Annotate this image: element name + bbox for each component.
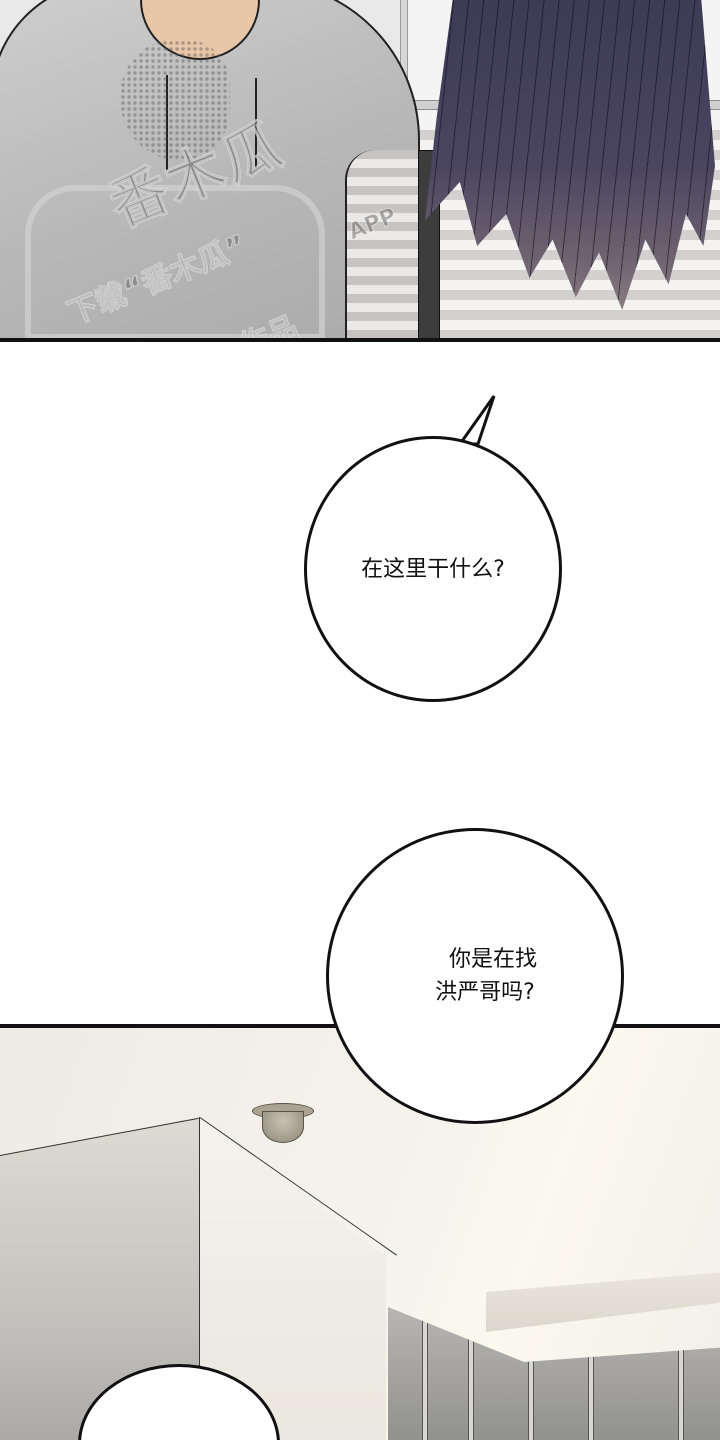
comic-panel-top: 番木瓜 APP 下载“番木瓜” 观看更多作品 bbox=[0, 0, 720, 340]
speech-bubble-tail bbox=[458, 395, 496, 446]
security-camera-icon bbox=[252, 1103, 314, 1143]
comic-panel-bottom bbox=[0, 1027, 720, 1440]
panel-border bbox=[0, 338, 720, 342]
ceiling-beam bbox=[486, 1272, 720, 1332]
bubble-text-line-2: 洪严哥吗? bbox=[435, 980, 535, 1005]
bubble-text: 你是在找 洪严哥吗? bbox=[413, 943, 537, 1009]
bubble-text-line-1: 你是在找 bbox=[448, 947, 537, 972]
speech-bubble-1: 在这里干什么? bbox=[304, 436, 562, 702]
hallway-windows bbox=[388, 1307, 720, 1440]
window-mullion bbox=[528, 1307, 534, 1440]
watermark-mascot-icon bbox=[120, 40, 230, 160]
camera-dome bbox=[262, 1111, 304, 1143]
window-mullion bbox=[468, 1307, 474, 1440]
window-mullion bbox=[678, 1307, 684, 1440]
bubble-text: 在这里干什么? bbox=[361, 556, 505, 582]
window-mullion bbox=[422, 1307, 428, 1440]
hoodie-string bbox=[255, 78, 257, 168]
speech-bubble-2: 你是在找 洪严哥吗? bbox=[326, 828, 624, 1124]
hoodie-string bbox=[166, 75, 168, 170]
window-mullion bbox=[588, 1307, 594, 1440]
hoodie-logo-print bbox=[25, 185, 325, 340]
